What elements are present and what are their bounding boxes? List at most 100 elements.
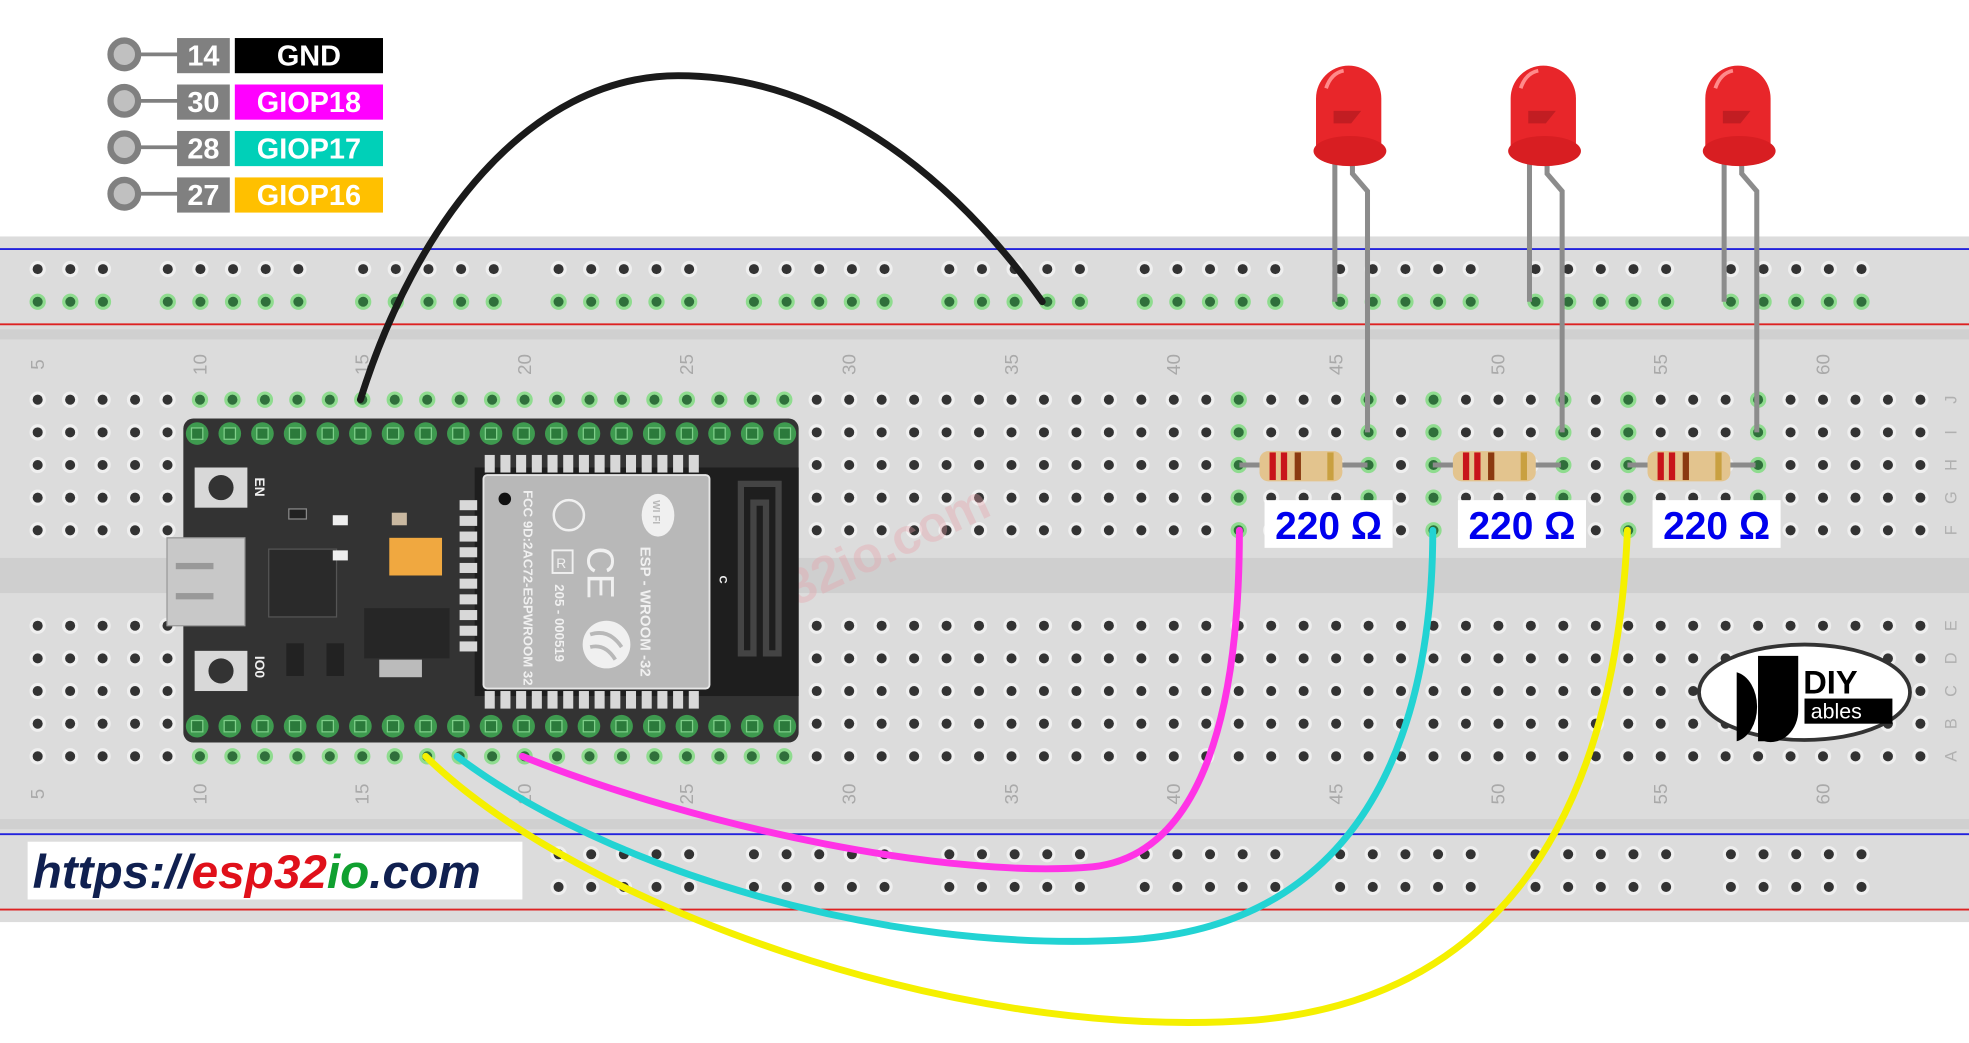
red-led[interactable]: [1702, 65, 1776, 433]
hole-center: [748, 849, 759, 860]
hole-center: [1006, 686, 1017, 697]
hole-center: [1042, 849, 1053, 860]
io0-label: IO0: [252, 656, 268, 679]
wire-giop17[interactable]: [453, 526, 1437, 945]
hole-center: [1785, 525, 1796, 536]
esp32-board: EN IO0 C ESP - WROOM -32 FCC 9D:2AC72-ES…: [166, 418, 799, 743]
hole-center: [1168, 394, 1179, 405]
hole-center: [909, 718, 920, 729]
website-url[interactable]: https://esp32io.com: [27, 841, 523, 900]
hole-center: [1525, 653, 1536, 664]
pin-function: GND: [277, 41, 341, 73]
hole-center: [1628, 881, 1639, 892]
column-number: 5: [27, 789, 48, 799]
hole-center: [811, 459, 822, 471]
hole-center: [1139, 296, 1150, 307]
hole-center: [1661, 264, 1672, 275]
hole-center: [162, 394, 173, 405]
hole-center: [1558, 653, 1569, 664]
hole-center: [130, 751, 141, 762]
hole-center: [1850, 620, 1861, 631]
hole-center: [1590, 459, 1601, 471]
hole-center: [846, 296, 857, 307]
hole-center: [909, 427, 920, 438]
hole-center: [1400, 296, 1411, 307]
hole-center: [844, 751, 855, 762]
leds: [1313, 65, 1776, 433]
hole-center: [1335, 296, 1346, 307]
resistor-220-ohm[interactable]: [1627, 451, 1756, 482]
hole-center: [1071, 686, 1082, 697]
hole-center: [260, 264, 271, 275]
row-letter: C: [1942, 685, 1960, 697]
row-letter: I: [1942, 430, 1960, 435]
hole-center: [746, 751, 757, 762]
hole-center: [1270, 296, 1281, 307]
hole-center: [1103, 459, 1114, 471]
column-number: 45: [1325, 784, 1346, 805]
hole-center: [422, 394, 433, 405]
wire-giop18[interactable]: [518, 526, 1243, 873]
resistor-220-ohm[interactable]: [1239, 451, 1368, 482]
hole-center: [1298, 394, 1309, 405]
hole-center: [1823, 881, 1834, 892]
hole-center: [390, 264, 401, 275]
hole-center: [1071, 492, 1082, 503]
row-letter: F: [1942, 525, 1960, 535]
hole-center: [1590, 394, 1601, 405]
hole-center: [1396, 620, 1407, 631]
hole-center: [1136, 653, 1147, 664]
hole-center: [1266, 653, 1277, 664]
hole-center: [97, 718, 108, 729]
hole-center: [748, 296, 759, 307]
io0-button[interactable]: [194, 650, 248, 692]
hole-center: [1563, 881, 1574, 892]
hole-center: [681, 751, 692, 762]
hole-center: [811, 751, 822, 762]
column-number: 50: [1488, 354, 1509, 375]
column-number: 25: [676, 784, 697, 805]
resistor-220-ohm[interactable]: [1432, 451, 1561, 482]
hole-center: [1335, 881, 1346, 892]
hole-center: [32, 427, 43, 438]
hole-center: [1590, 492, 1601, 503]
red-led[interactable]: [1313, 65, 1387, 433]
hole-center: [227, 394, 238, 405]
capacitor: [389, 537, 443, 576]
hole-center: [1006, 525, 1017, 536]
en-button[interactable]: [194, 467, 248, 508]
hole-center: [1205, 264, 1216, 275]
hole-center: [1266, 620, 1277, 631]
hole-center: [974, 525, 985, 536]
hole-center: [781, 296, 792, 307]
wire-giop16[interactable]: [422, 526, 1631, 1026]
hole-center: [194, 394, 205, 405]
hole-center: [1785, 427, 1796, 438]
led-anode-leg: [1349, 161, 1371, 433]
column-number: 25: [676, 354, 697, 375]
hole-center: [779, 394, 790, 405]
hole-center: [32, 653, 43, 664]
wire-gnd[interactable]: [356, 72, 1046, 404]
hole-center: [1785, 620, 1796, 631]
column-number: 35: [1001, 784, 1022, 805]
hole-center: [586, 264, 597, 275]
pin-number: 30: [187, 87, 219, 119]
hole-center: [974, 751, 985, 762]
hole-center: [1493, 718, 1504, 729]
hole-center: [844, 653, 855, 664]
hole-center: [1688, 620, 1699, 631]
hole-center: [1460, 427, 1471, 438]
red-led[interactable]: [1508, 65, 1581, 433]
hole-center: [259, 394, 270, 405]
row-letter: E: [1942, 620, 1960, 631]
hole-center: [130, 427, 141, 438]
hole-center: [195, 296, 206, 307]
hole-center: [1590, 751, 1601, 762]
hole-center: [1071, 427, 1082, 438]
hole-center: [194, 751, 205, 762]
hole-center: [811, 718, 822, 729]
hole-center: [1006, 653, 1017, 664]
hole-center: [1525, 394, 1536, 405]
